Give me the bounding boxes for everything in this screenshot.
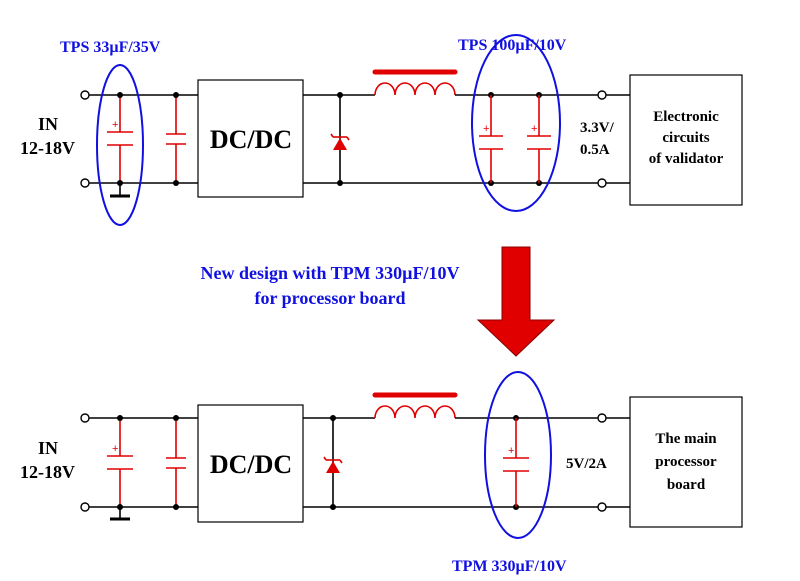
bottom-input-label-1: IN (38, 438, 58, 458)
top-output-terminal-minus (597, 178, 607, 188)
bottom-dcdc-converter (197, 404, 304, 523)
top-input-label-2: 12-18V (20, 138, 75, 158)
bottom-dcdc-label: DC/DC (210, 450, 292, 479)
bottom-circuit: + DC/DC (20, 371, 743, 575)
bottom-output-cap-label: TPM 330µF/10V (452, 558, 567, 575)
top-input-electrolytic-capacitor: + (107, 92, 133, 198)
bottom-input-label-2: 12-18V (20, 462, 75, 482)
top-load-line-1: Electronic (653, 109, 719, 125)
top-input-label-1: IN (38, 114, 58, 134)
svg-text:+: + (508, 445, 514, 457)
bottom-output-cap-highlight (484, 371, 552, 539)
bottom-output-capacitor: + (503, 415, 529, 510)
bottom-load-line-1: The main (655, 431, 717, 447)
top-input-terminal-plus (80, 90, 90, 100)
top-load-line-2: circuits (662, 130, 709, 146)
bottom-output-terminal-minus (597, 502, 607, 512)
top-load-box (629, 74, 743, 206)
bottom-diode (323, 415, 343, 510)
bottom-input-electrolytic-capacitor: + (107, 415, 133, 521)
bottom-input-ceramic-capacitor (166, 415, 186, 510)
bottom-input-terminal-minus (80, 502, 90, 512)
svg-text:+: + (112, 119, 118, 131)
top-input-cap-label: TPS 33µF/35V (60, 39, 161, 56)
top-output-terminal-plus (597, 90, 607, 100)
top-diode (330, 92, 350, 186)
down-arrow (476, 246, 556, 357)
bottom-load-box (629, 396, 743, 528)
svg-text:+: + (112, 443, 118, 455)
top-load-line-3: of validator (649, 151, 724, 167)
svg-text:+: + (483, 123, 489, 135)
bottom-output-label: 5V/2A (566, 456, 607, 472)
middle-annotation: New design with TPM 330µF/10V for proces… (200, 246, 556, 357)
top-inductor (372, 69, 598, 96)
design-note-line-2: for processor board (255, 288, 406, 308)
top-output-label-1: 3.3V/ (580, 120, 615, 136)
top-input-terminal-minus (80, 178, 90, 188)
svg-text:+: + (531, 123, 537, 135)
design-note-line-1: New design with TPM 330µF/10V (200, 263, 459, 283)
bottom-load-line-2: processor (655, 454, 717, 470)
top-circuit: + DC/DC (20, 34, 743, 226)
top-output-cap-highlight (471, 34, 561, 212)
bottom-load-line-3: board (667, 477, 706, 493)
top-input-cap-highlight (96, 64, 144, 226)
top-output-cap-label: TPS 100µF/10V (458, 37, 567, 54)
bottom-inductor (372, 392, 598, 419)
top-output-capacitor-2: + (527, 92, 551, 186)
top-input-ceramic-capacitor (166, 92, 186, 186)
top-dcdc-converter (197, 79, 304, 198)
top-output-label-2: 0.5A (580, 142, 610, 158)
bottom-input-terminal-plus (80, 413, 90, 423)
bottom-output-terminal-plus (597, 413, 607, 423)
top-dcdc-label: DC/DC (210, 125, 292, 154)
top-output-capacitor-1: + (479, 92, 503, 186)
